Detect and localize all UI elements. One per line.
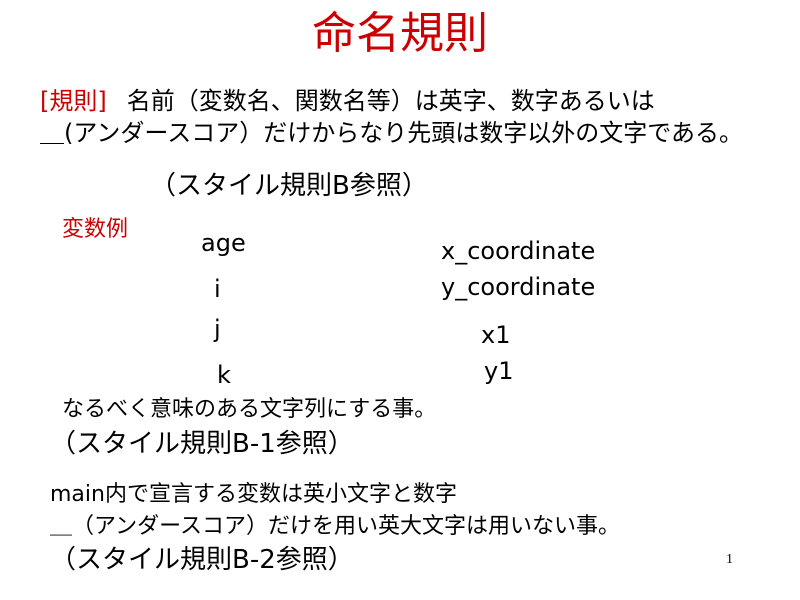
rule-text-1: 名前（変数名、関数名等）は英字、数字あるいは [126,87,655,115]
var-example-x1: x1 [481,321,511,349]
rule-line-2: ＿(アンダースコア）だけからなり先頭は数字以外の文字である。 [40,119,743,147]
meaningful-name-rule: なるべく意味のある文字列にする事。 [62,397,437,422]
var-example-k: k [217,361,231,389]
var-example-age: age [201,229,246,257]
style-ref-b1: （スタイル規則B-1参照） [50,429,354,459]
rule-tag: [規則] [40,87,107,115]
var-example-i: i [214,275,221,303]
slide-title: 命名規則 [312,8,488,59]
style-ref-b2: （スタイル規則B-2参照） [50,545,354,575]
var-example-x-coordinate: x_coordinate [441,237,596,265]
style-ref-b: （スタイル規則B参照） [150,171,428,201]
main-rule-line-1: main内で宣言する変数は英小文字と数字 [50,482,457,507]
var-example-y-coordinate: y_coordinate [441,273,596,301]
variable-examples-label: 変数例 [62,217,129,242]
var-example-y1: y1 [484,357,514,385]
rule-line-1: [規則] 名前（変数名、関数名等）は英字、数字あるいは [40,86,655,116]
var-example-j: j [214,315,221,343]
page-number: 1 [726,552,733,567]
main-rule-line-2: ＿（アンダースコア）だけを用い英大文字は用いない事。 [50,514,621,539]
